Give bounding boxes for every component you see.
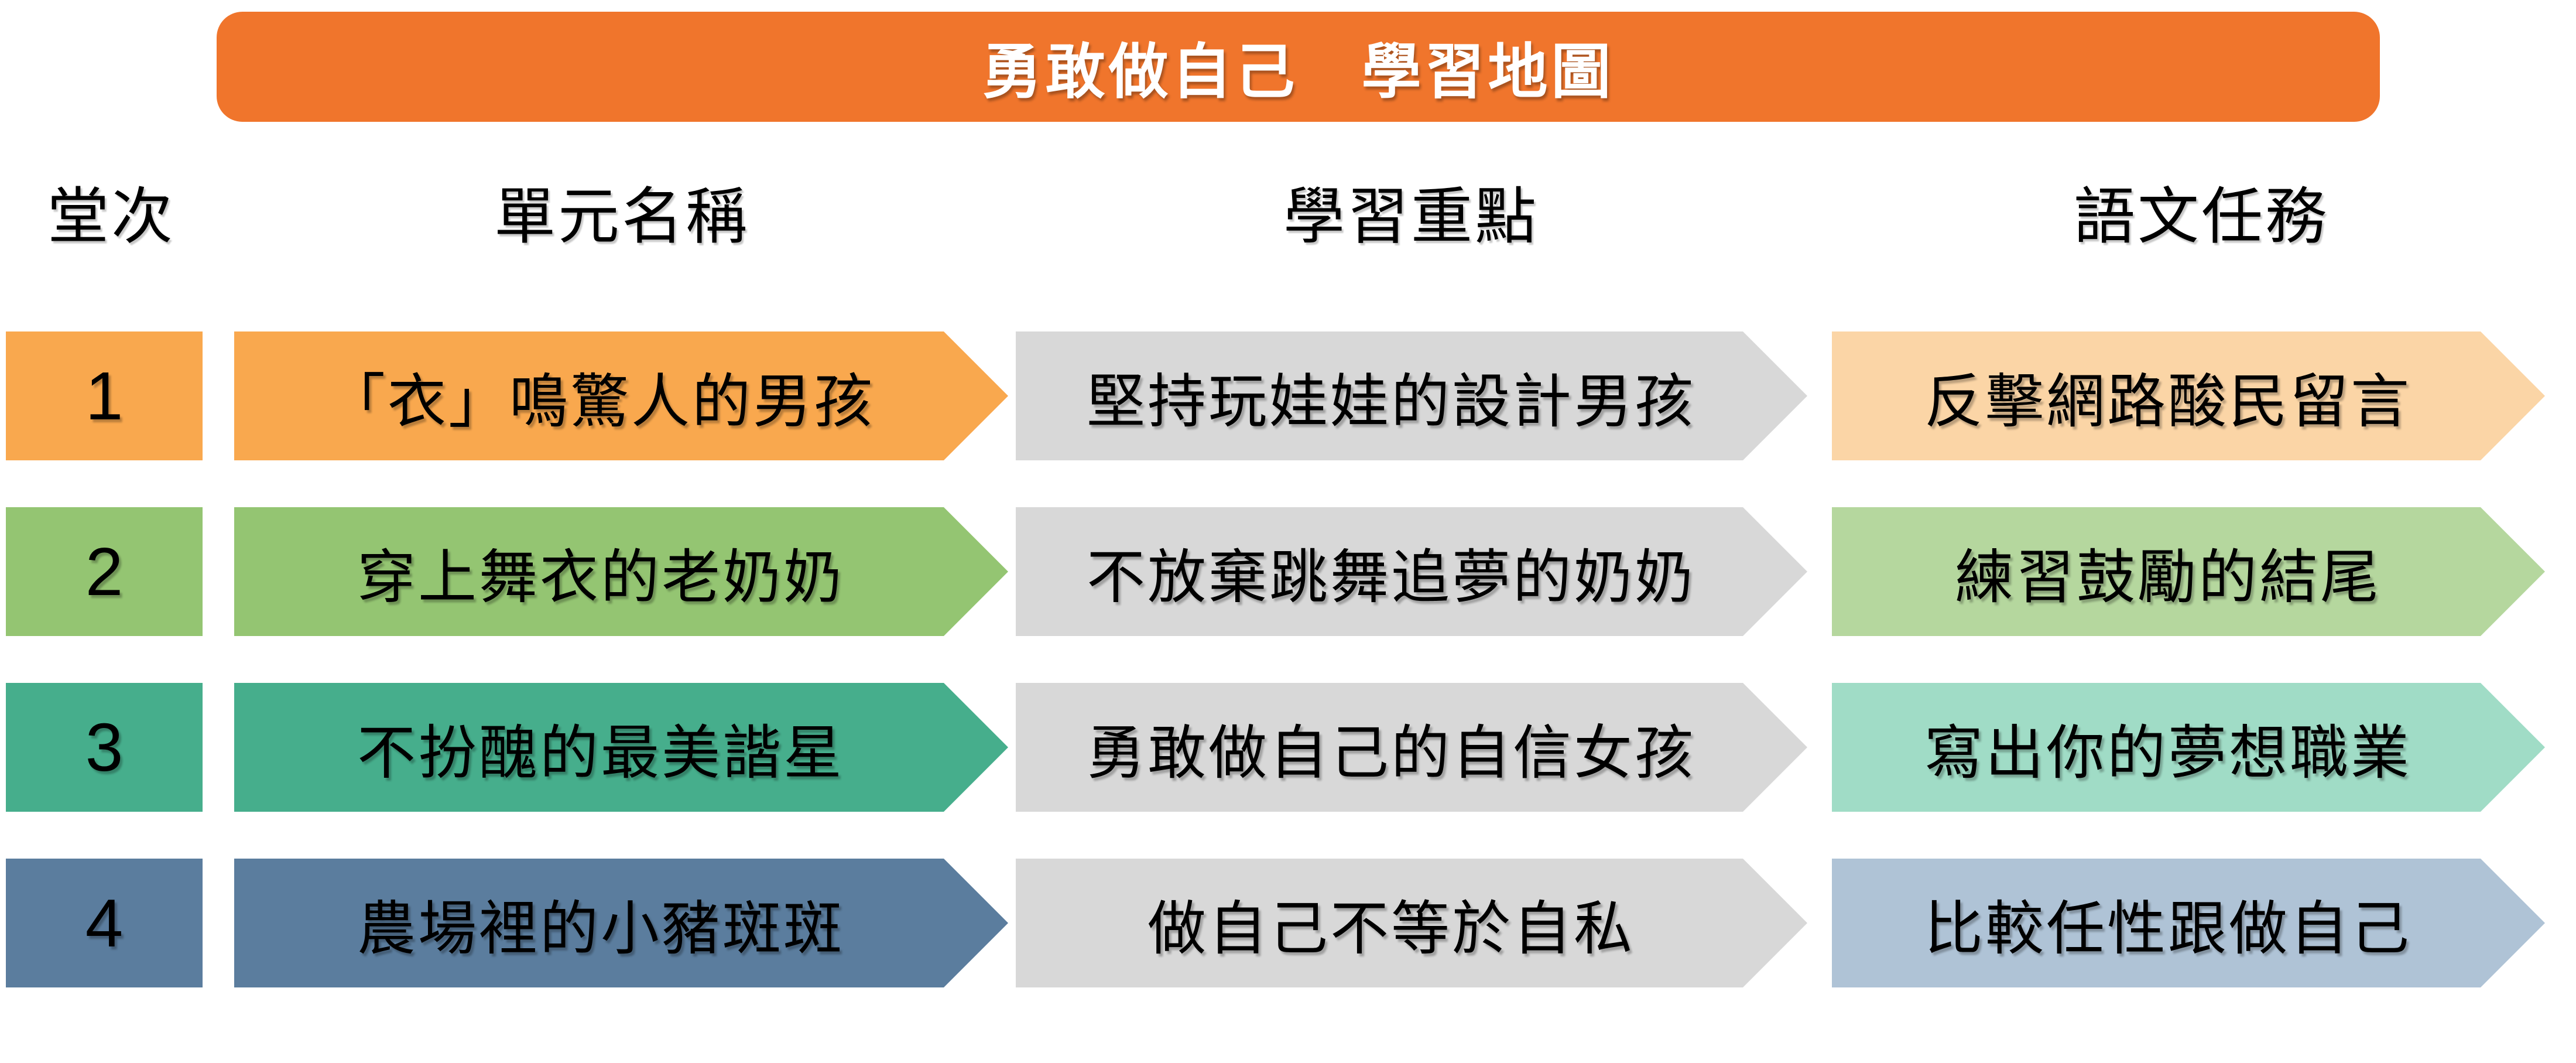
session-number-box: 3 (6, 683, 203, 812)
column-header-learning-focus: 學習重點 (1283, 182, 1539, 251)
session-number-box: 4 (6, 859, 203, 987)
column-header-language-task: 語文任務 (2073, 182, 2329, 251)
session-number-box: 1 (6, 331, 203, 460)
learning-focus-arrow: 不放棄跳舞追夢的奶奶 (1016, 507, 1807, 636)
column-header-unit-name: 單元名稱 (494, 182, 749, 251)
learning-focus-arrow: 堅持玩娃娃的設計男孩 (1016, 331, 1807, 460)
table-row: 2 穿上舞衣的老奶奶 不放棄跳舞追夢的奶奶 練習鼓勵的結尾 (0, 507, 2576, 636)
language-task-arrow: 寫出你的夢想職業 (1832, 683, 2545, 812)
language-task-arrow: 反擊網路酸民留言 (1832, 331, 2545, 460)
table-row: 1 「衣」鳴驚人的男孩 堅持玩娃娃的設計男孩 反擊網路酸民留言 (0, 331, 2576, 460)
language-task-arrow: 比較任性跟做自己 (1832, 859, 2545, 987)
title-banner: 勇敢做自己 學習地圖 (217, 12, 2380, 122)
learning-focus-arrow: 做自己不等於自私 (1016, 859, 1807, 987)
unit-name-arrow: 不扮醜的最美諧星 (234, 683, 1008, 812)
session-number-box: 2 (6, 507, 203, 636)
learning-focus-arrow: 勇敢做自己的自信女孩 (1016, 683, 1807, 812)
table-row: 4 農場裡的小豬斑斑 做自己不等於自私 比較任性跟做自己 (0, 859, 2576, 987)
unit-name-arrow: 穿上舞衣的老奶奶 (234, 507, 1008, 636)
column-header-session: 堂次 (47, 182, 175, 251)
table-row: 3 不扮醜的最美諧星 勇敢做自己的自信女孩 寫出你的夢想職業 (0, 683, 2576, 812)
page-title: 勇敢做自己 學習地圖 (982, 38, 1615, 105)
language-task-arrow: 練習鼓勵的結尾 (1832, 507, 2545, 636)
unit-name-arrow: 「衣」鳴驚人的男孩 (234, 331, 1008, 460)
unit-name-arrow: 農場裡的小豬斑斑 (234, 859, 1008, 987)
